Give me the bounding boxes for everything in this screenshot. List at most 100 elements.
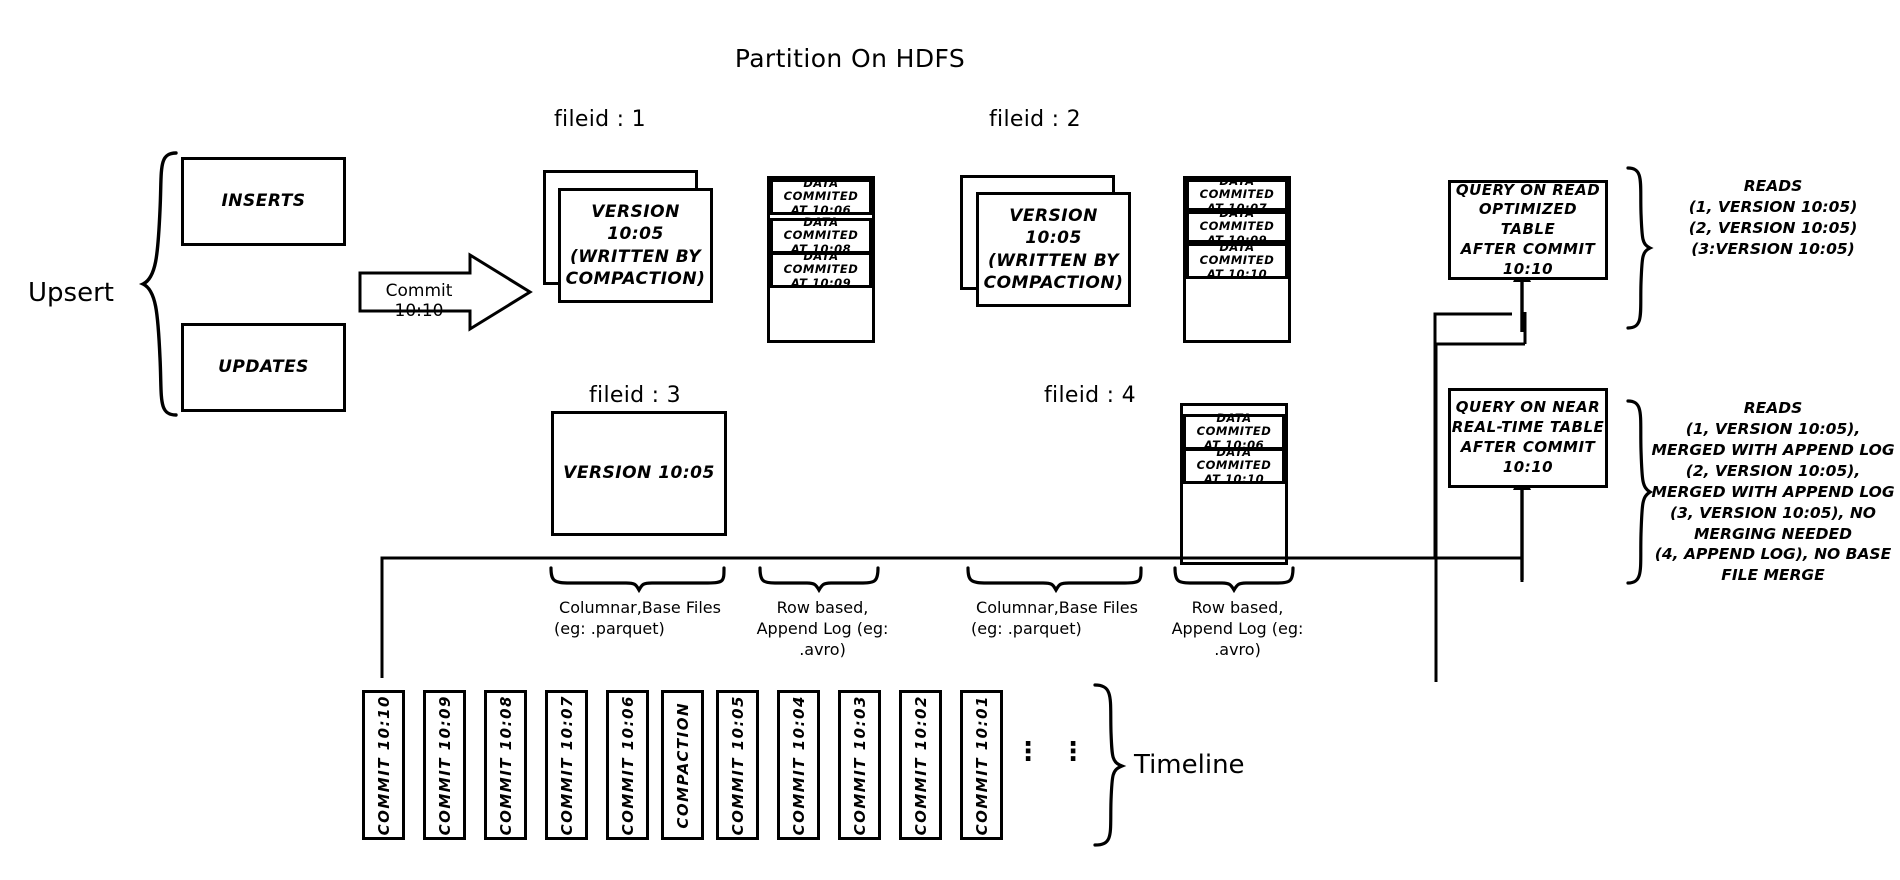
fileid-1-log-entry-3[interactable]: DATA COMMITED AT 10:09 <box>770 248 872 290</box>
timeline-item-commit-1006[interactable]: COMMIT 10:06 <box>606 690 649 840</box>
fileid-3-base-file[interactable]: VERSION 10:05 <box>551 411 727 536</box>
columnar-caption-line-2: (eg: .parquet) <box>554 618 665 638</box>
query1-line-3: AFTER COMMIT <box>1460 239 1596 258</box>
timeline-item-label: COMMIT 10:03 <box>850 694 869 836</box>
timeline-item-commit-1005[interactable]: COMMIT 10:05 <box>716 690 759 840</box>
reads-brace-1-icon <box>1626 166 1654 330</box>
timeline-item-label: COMMIT 10:06 <box>618 694 637 836</box>
reads-2-line-6: MERGING NEEDED <box>1694 524 1852 543</box>
log-entry-line-2: AT 10:06 <box>790 202 852 217</box>
reads-2-line-8: FILE MERGE <box>1721 566 1825 585</box>
reads-2-line-3: (2, VERSION 10:05), <box>1685 461 1861 480</box>
query-routing-lines <box>380 312 1524 678</box>
query1-line-4: 10:10 <box>1502 259 1554 278</box>
fileid-1-log-entry-1[interactable]: DATA COMMITED AT 10:06 <box>770 176 872 217</box>
timeline-item-commit-1002[interactable]: COMMIT 10:02 <box>899 690 942 840</box>
fileid-4-log-entry-1[interactable]: DATA COMMITED AT 10:06 <box>1183 410 1285 451</box>
fileid-4-log-entry-2[interactable]: DATA COMMITED AT 10:10 <box>1183 444 1285 486</box>
timeline-item-label: COMMIT 10:01 <box>972 694 991 836</box>
fileid-4-label: fileid : 4 <box>1044 383 1136 408</box>
columnar-caption-line-2: (eg: .parquet) <box>971 618 1082 638</box>
query-read-optimized-box[interactable]: QUERY ON READ OPTIMIZED TABLE AFTER COMM… <box>1448 180 1608 280</box>
query2-line-3: AFTER COMMIT <box>1460 438 1596 456</box>
timeline-item-label: COMMIT 10:04 <box>789 694 808 836</box>
rowbased-caption-line-2: Append Log (eg: <box>756 618 889 638</box>
reads-2-line-4: MERGED WITH APPEND LOG <box>1651 482 1895 501</box>
timeline-ellipsis-2: ⋮ <box>1060 737 1086 767</box>
fileid-2-log-entry-1[interactable]: DATA COMMITED AT 10:07 <box>1186 174 1288 214</box>
fileid-1-base-file[interactable]: VERSION 10:05 (WRITTEN BY COMPACTION) <box>558 188 713 303</box>
upsert-label: Upsert <box>28 278 114 308</box>
rowbased-caption-line-2: Append Log (eg: <box>1171 618 1304 638</box>
timeline-brace-icon <box>1093 683 1127 847</box>
log-entry-line-2: AT 10:10 <box>1206 266 1268 281</box>
rowbased-caption-right: Row based, Append Log (eg: .avro) <box>1165 598 1310 660</box>
timeline-item-commit-1004[interactable]: COMMIT 10:04 <box>777 690 820 840</box>
rowbased-caption-line-3: .avro) <box>799 639 846 659</box>
log-entry-line-1: DATA COMMITED <box>1199 205 1275 234</box>
timeline-item-label: COMMIT 10:02 <box>911 694 930 836</box>
log-entry-line-1: DATA COMMITED <box>783 248 859 277</box>
fileid-1-base-line-1: VERSION 10:05 <box>591 201 680 245</box>
fileid-2-base-line-1: VERSION 10:05 <box>1009 205 1098 249</box>
fileid-1-label: fileid : 1 <box>554 107 646 132</box>
timeline-item-commit-1007[interactable]: COMMIT 10:07 <box>545 690 588 840</box>
timeline-item-commit-1008[interactable]: COMMIT 10:08 <box>484 690 527 840</box>
columnar-caption-right: Columnar,Base Files (eg: .parquet) <box>957 598 1157 640</box>
timeline-item-commit-1009[interactable]: COMMIT 10:09 <box>423 690 466 840</box>
fileid-3-label: fileid : 3 <box>589 383 681 408</box>
rowbased-brace-left-icon <box>758 566 880 594</box>
timeline-item-compaction[interactable]: COMPACTION <box>661 690 704 840</box>
timeline-item-label: COMMIT 10:10 <box>374 694 393 836</box>
upsert-brace-icon <box>138 151 178 417</box>
reads-2-line-5: (3, VERSION 10:05), NO <box>1669 503 1876 522</box>
reads-2-line-2: MERGED WITH APPEND LOG <box>1651 440 1895 459</box>
query-near-realtime-box[interactable]: QUERY ON NEAR REAL-TIME TABLE AFTER COMM… <box>1448 388 1608 488</box>
reads-block-2: READS (1, VERSION 10:05), MERGED WITH AP… <box>1648 398 1898 586</box>
log-entry-line-1: DATA COMMITED <box>1196 444 1272 473</box>
rowbased-caption-line-3: .avro) <box>1214 639 1261 659</box>
reads-block-1: READS (1, VERSION 10:05) (2, VERSION 10:… <box>1648 176 1898 260</box>
page-title: Partition On HDFS <box>734 44 966 73</box>
log-entry-line-1: DATA COMMITED <box>783 214 859 243</box>
log-entry-line-2: AT 10:09 <box>790 275 852 290</box>
reads-2-line-1: (1, VERSION 10:05), <box>1685 419 1861 438</box>
query1-line-1: QUERY ON READ <box>1455 180 1601 199</box>
columnar-brace-right-icon <box>966 566 1143 594</box>
log-entry-line-1: DATA COMMITED <box>1196 410 1272 439</box>
columnar-caption-line-1: Columnar,Base Files <box>559 598 721 617</box>
timeline-item-commit-1003[interactable]: COMMIT 10:03 <box>838 690 881 840</box>
query1-line-2: OPTIMIZED TABLE <box>1478 200 1578 239</box>
fileid-2-label: fileid : 2 <box>989 107 1081 132</box>
fileid-2-base-file[interactable]: VERSION 10:05 (WRITTEN BY COMPACTION) <box>976 192 1131 307</box>
query2-line-2: REAL-TIME TABLE <box>1451 418 1605 437</box>
timeline-item-label: COMPACTION <box>673 701 692 829</box>
timeline-item-label: COMMIT 10:08 <box>496 694 515 836</box>
rowbased-brace-right-icon <box>1173 566 1295 594</box>
fileid-2-log-entry-2[interactable]: DATA COMMITED AT 10:09 <box>1186 206 1288 246</box>
inserts-label: INSERTS <box>221 191 306 212</box>
log-entry-line-1: DATA COMMITED <box>1199 173 1275 202</box>
commit-arrow-label: Commit 10:10 <box>385 281 453 321</box>
fileid-2-base-line-3: COMPACTION) <box>983 272 1124 293</box>
columnar-caption-left: Columnar,Base Files (eg: .parquet) <box>540 598 740 640</box>
log-entry-line-2: AT 10:10 <box>1203 471 1265 486</box>
timeline-item-label: COMMIT 10:07 <box>557 694 576 836</box>
columnar-caption-line-1: Columnar,Base Files <box>976 598 1138 617</box>
timeline-item-commit-1010[interactable]: COMMIT 10:10 <box>362 690 405 840</box>
reads-1-line-1: (1, VERSION 10:05) <box>1688 197 1858 216</box>
reads-1-line-2: (2, VERSION 10:05) <box>1688 218 1858 237</box>
fileid-3-base-line-1: VERSION 10:05 <box>563 463 715 484</box>
updates-box[interactable]: UPDATES <box>181 323 346 412</box>
timeline-item-label: COMMIT 10:05 <box>728 694 747 836</box>
commit-arrow[interactable] <box>358 252 536 332</box>
reads-brace-2-icon <box>1626 399 1654 585</box>
fileid-2-log-entry-3[interactable]: DATA COMMITED AT 10:10 <box>1186 240 1288 281</box>
timeline-item-commit-1001[interactable]: COMMIT 10:01 <box>960 690 1003 840</box>
fileid-1-base-line-2: (WRITTEN BY <box>569 246 702 267</box>
timeline-ellipsis-1: ⋮ <box>1015 737 1041 767</box>
inserts-box[interactable]: INSERTS <box>181 157 346 246</box>
timeline-label: Timeline <box>1134 750 1245 780</box>
fileid-2-base-line-2: (WRITTEN BY <box>987 250 1120 271</box>
